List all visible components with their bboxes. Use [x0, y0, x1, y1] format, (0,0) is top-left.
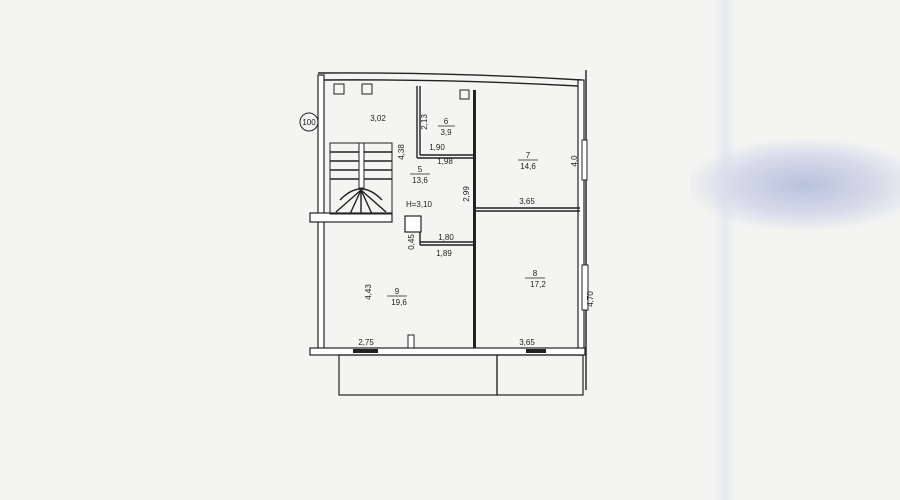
- dimension-label: 2,99: [462, 186, 471, 202]
- dimension-label: 2,75: [358, 338, 374, 347]
- dimensions: 2,13 1,90 1,98 4,38 2,99 4,0 3,65 0,45 1…: [358, 114, 595, 347]
- room-area: 19,6: [391, 298, 407, 307]
- dimension-label: 2,13: [420, 114, 429, 130]
- room-area: 3,02: [370, 114, 386, 123]
- room-labels: 3,02 6 3,9 5 13,6 7 14,6 8 17,2 9 19,6 H…: [370, 114, 546, 307]
- dimension-label: 4,70: [586, 291, 595, 307]
- dimension-label: 3,65: [519, 197, 535, 206]
- room-area: 13,6: [412, 176, 428, 185]
- room-area: 17,2: [530, 280, 546, 289]
- dimension-label: 0,45: [407, 234, 416, 250]
- room-number: 7: [526, 151, 531, 160]
- room-number: 9: [395, 287, 400, 296]
- background-blur: [690, 140, 900, 230]
- stairs: [329, 142, 393, 215]
- dimension-label: 1,98: [437, 157, 453, 166]
- dimension-label: 4,0: [570, 155, 579, 167]
- axis-marker-label: 100: [302, 118, 316, 127]
- dimension-label: 1,90: [429, 143, 445, 152]
- room-area: 3,9: [440, 128, 452, 137]
- axis-marker: 100: [299, 112, 319, 132]
- room-number: 6: [444, 117, 449, 126]
- dimension-label: 1,89: [436, 249, 452, 258]
- dimension-label: 1,80: [438, 233, 454, 242]
- ceiling-height: H=3,10: [406, 200, 433, 209]
- dimension-label: 4,38: [397, 144, 406, 160]
- room-number: 8: [533, 269, 538, 278]
- dimension-label: 3,65: [519, 338, 535, 347]
- background-strip: [715, 0, 735, 500]
- room-area: 14,6: [520, 162, 536, 171]
- dimension-label: 4,43: [364, 284, 373, 300]
- room-number: 5: [418, 165, 423, 174]
